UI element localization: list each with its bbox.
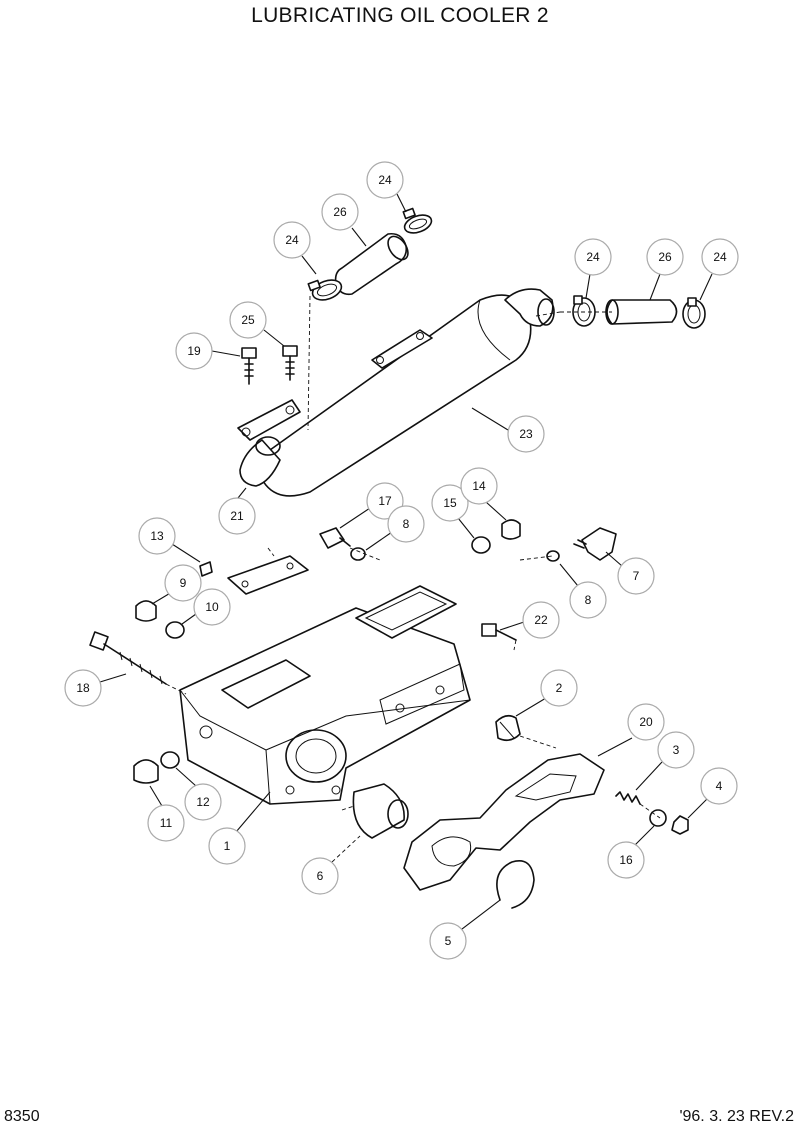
callout-20: 20: [597, 703, 665, 757]
snap-ring-5: [496, 860, 535, 909]
svg-text:23: 23: [519, 427, 533, 441]
fitting-17: [319, 527, 351, 549]
housing-1: [179, 585, 471, 805]
oil-cooler-body-23: [237, 288, 555, 497]
callout-1: 1: [208, 791, 271, 865]
callout-8: 8: [365, 505, 425, 551]
callout-13: 13: [138, 517, 201, 563]
callout-8: 8: [559, 563, 607, 619]
callout-24: 24: [366, 161, 407, 213]
callout-10: 10: [181, 588, 231, 626]
svg-text:25: 25: [241, 313, 255, 327]
plug-11: [133, 759, 159, 784]
callouts: 24 26 24 24 26 24 25 19: [64, 161, 739, 960]
callout-19: 19: [175, 332, 241, 370]
svg-text:3: 3: [673, 743, 680, 757]
bolt-22: [481, 623, 517, 641]
callout-12: 12: [175, 767, 222, 821]
svg-text:2: 2: [556, 681, 563, 695]
callout-2: 2: [515, 669, 578, 717]
callout-15: 15: [431, 484, 475, 539]
callout-23: 23: [471, 407, 545, 453]
svg-text:19: 19: [187, 344, 201, 358]
svg-text:5: 5: [445, 934, 452, 948]
callout-9: 9: [151, 564, 202, 605]
svg-text:16: 16: [619, 853, 633, 867]
o-ring-15: [471, 536, 491, 554]
page-title: LUBRICATING OIL COOLER 2: [251, 4, 549, 27]
gasket-20: [403, 753, 605, 891]
svg-text:1: 1: [224, 839, 231, 853]
svg-text:10: 10: [205, 600, 219, 614]
svg-text:17: 17: [378, 494, 392, 508]
nut-4: [671, 815, 689, 835]
valve-2: [495, 714, 521, 742]
svg-text:26: 26: [658, 250, 672, 264]
svg-text:8: 8: [585, 593, 592, 607]
callout-16: 16: [607, 825, 655, 879]
svg-text:18: 18: [76, 681, 90, 695]
plug-14: [501, 519, 521, 540]
callout-25: 25: [229, 301, 285, 347]
svg-text:22: 22: [534, 613, 548, 627]
page-number: 8350: [4, 1108, 40, 1125]
long-bolt-18: [89, 631, 167, 685]
callout-14: 14: [460, 467, 507, 521]
callout-22: 22: [499, 601, 560, 639]
callout-7: 7: [605, 551, 655, 595]
svg-text:8: 8: [403, 517, 410, 531]
svg-text:24: 24: [586, 250, 600, 264]
plug-13: [199, 561, 213, 577]
bolt-19: [241, 347, 257, 385]
gasket-plate: [227, 547, 309, 595]
callout-5: 5: [429, 899, 501, 960]
svg-text:4: 4: [716, 779, 723, 793]
hose-26-right: [605, 299, 678, 325]
assembly-centerlines: [165, 295, 661, 819]
hose-26-left: [334, 232, 409, 296]
callout-4: 4: [687, 767, 738, 819]
callout-24: 24: [574, 238, 612, 299]
svg-text:12: 12: [196, 795, 210, 809]
elbow-fitting-7: [573, 527, 617, 561]
hose-clamp-24-top: [402, 207, 433, 234]
callout-24: 24: [699, 238, 739, 301]
svg-text:15: 15: [443, 496, 457, 510]
callout-11: 11: [147, 785, 185, 842]
hose-clamp-24-mid: [572, 295, 596, 327]
revision-date: '96. 3. 23 REV.2: [679, 1108, 794, 1125]
o-ring-10: [165, 621, 185, 639]
thermostat-6: [352, 783, 409, 839]
svg-text:11: 11: [160, 816, 173, 830]
svg-text:24: 24: [285, 233, 299, 247]
spring-3: [615, 791, 641, 805]
callout-26: 26: [321, 193, 367, 247]
svg-text:7: 7: [633, 569, 640, 583]
hose-clamp-24-right: [682, 297, 706, 329]
svg-text:13: 13: [150, 529, 164, 543]
svg-text:14: 14: [472, 479, 486, 493]
svg-text:26: 26: [333, 205, 347, 219]
callout-26: 26: [646, 238, 684, 301]
oil-cooler-drawing: [89, 207, 706, 909]
svg-text:9: 9: [180, 576, 187, 590]
svg-text:21: 21: [230, 509, 244, 523]
svg-text:24: 24: [378, 173, 392, 187]
callout-6: 6: [301, 835, 361, 895]
callout-18: 18: [64, 669, 127, 707]
svg-text:20: 20: [639, 715, 653, 729]
svg-text:6: 6: [317, 869, 324, 883]
o-ring-8-right: [546, 550, 560, 562]
callout-24: 24: [273, 221, 317, 275]
o-ring-8-left: [350, 547, 366, 561]
hose-clamp-24-left: [307, 279, 343, 301]
callout-21: 21: [218, 487, 256, 535]
svg-text:24: 24: [713, 250, 727, 264]
callout-3: 3: [635, 731, 695, 791]
bolt-25: [282, 345, 298, 381]
washer-12: [160, 751, 180, 769]
plug-9: [135, 600, 157, 622]
